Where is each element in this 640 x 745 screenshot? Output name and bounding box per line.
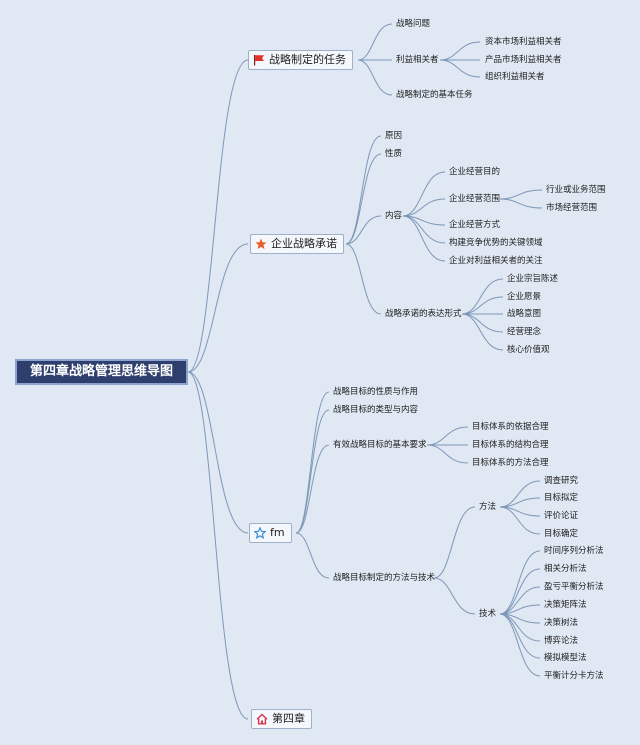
node-break-even[interactable]: 盈亏平衡分析法 [544,582,604,592]
node-decision-tree[interactable]: 决策树法 [544,618,579,628]
connector-line [433,577,476,615]
node-capital-stakeholders[interactable]: 资本市场利益相关者 [485,37,562,47]
node-req-method[interactable]: 目标体系的方法合理 [472,458,549,468]
star-icon [255,238,267,249]
branch-label: 战略制定的任务 [269,53,346,66]
node-goal-types[interactable]: 战略目标的类型与内容 [333,405,419,415]
connector-line [499,568,541,615]
connector-line [499,586,541,615]
node-goal-methods[interactable]: 战略目标制定的方法与技术 [333,573,436,583]
node-vision[interactable]: 企业愿景 [507,292,542,302]
node-balanced-scorecard[interactable]: 平衡计分卡方法 [544,671,604,681]
connector-line [433,506,476,579]
connector-line [295,444,330,534]
connector-line [345,135,382,245]
connector-line [499,613,541,677]
node-decision-matrix[interactable]: 决策矩阵法 [544,600,587,610]
node-industry-scope[interactable]: 行业或业务范围 [546,185,606,195]
connector-line [461,313,504,333]
node-business-purpose[interactable]: 企业经营目的 [449,167,501,177]
connector-line [402,198,446,217]
node-business-mode[interactable]: 企业经营方式 [449,220,501,230]
connector-line [439,41,481,61]
connector-line [345,153,382,245]
node-goal-confirm[interactable]: 目标确定 [544,529,579,539]
node-req-basis[interactable]: 目标体系的依据合理 [472,422,549,432]
star-outline-icon [254,527,266,539]
node-business-scope[interactable]: 企业经营范围 [449,194,501,204]
branch-fm[interactable]: fm [249,523,292,543]
node-stakeholders[interactable]: 利益相关者 [396,55,439,65]
node-methods[interactable]: 方法 [479,502,497,512]
connector-line [295,532,330,579]
branch-label: 企业战略承诺 [271,237,337,250]
root-topic[interactable]: 第四章战略管理思维导图 [15,359,188,385]
node-competitive-areas[interactable]: 构建竞争优势的关键领域 [449,238,543,248]
connector-line [499,613,541,659]
node-goal-drafting[interactable]: 目标拟定 [544,493,579,503]
node-content[interactable]: 内容 [385,211,403,221]
connector-line [461,296,504,315]
node-market-scope[interactable]: 市场经营范围 [546,203,598,213]
node-core-values[interactable]: 核心价值观 [507,345,550,355]
branch-label: fm [270,526,285,539]
node-goal-nature[interactable]: 战略目标的性质与作用 [333,387,419,397]
connector-line [295,409,330,534]
node-correlation[interactable]: 相关分析法 [544,564,587,574]
node-time-series[interactable]: 时间序列分析法 [544,546,604,556]
node-strategy-issue[interactable]: 战略问题 [396,19,431,29]
connector-line [499,613,541,642]
connector-line [402,215,446,262]
red-flag-icon [254,55,264,66]
node-reason[interactable]: 原因 [385,131,403,141]
node-survey[interactable]: 调查研究 [544,476,579,486]
node-goal-requirements[interactable]: 有效战略目标的基本要求 [333,440,427,450]
node-business-philosophy[interactable]: 经营理念 [507,327,542,337]
node-techniques[interactable]: 技术 [479,609,497,619]
connector-line [426,426,469,446]
connector-line [357,23,393,61]
node-product-stakeholders[interactable]: 产品市场利益相关者 [485,55,562,65]
node-mission-statement[interactable]: 企业宗旨陈述 [507,274,559,284]
connector-line [402,215,446,244]
connector-line [187,371,249,720]
node-nature[interactable]: 性质 [385,149,403,159]
connector-line [402,171,446,217]
node-evaluation[interactable]: 评价论证 [544,511,579,521]
connector-line [345,243,382,315]
connector-line [499,480,541,508]
connector-line [499,506,541,535]
connector-line [187,371,249,534]
node-game-theory[interactable]: 博弈论法 [544,636,579,646]
branch-chapter-four[interactable]: 第四章 [251,709,312,729]
connector-line [461,278,504,315]
connector-line [187,243,249,373]
connector-line [187,59,249,373]
home-icon [256,713,268,725]
node-simulation[interactable]: 模拟模型法 [544,653,587,663]
connector-line [499,550,541,615]
connector-line [499,189,543,200]
connector-line [499,198,543,209]
node-stakeholder-focus[interactable]: 企业对利益相关者的关注 [449,256,543,266]
connector-line [461,313,504,351]
connector-line [439,59,481,78]
connector-line [357,59,393,96]
node-expression-forms[interactable]: 战略承诺的表达形式 [385,309,462,319]
connector-line [426,444,469,464]
branch-label: 第四章 [272,712,305,725]
connector-line [345,215,382,245]
node-strategic-intent[interactable]: 战略意图 [507,309,542,319]
node-basic-tasks[interactable]: 战略制定的基本任务 [396,90,473,100]
node-org-stakeholders[interactable]: 组织利益相关者 [485,72,545,82]
branch-strategic-commitment[interactable]: 企业战略承诺 [250,234,344,254]
node-req-structure[interactable]: 目标体系的结构合理 [472,440,549,450]
branch-strategy-tasks[interactable]: 战略制定的任务 [248,50,353,70]
